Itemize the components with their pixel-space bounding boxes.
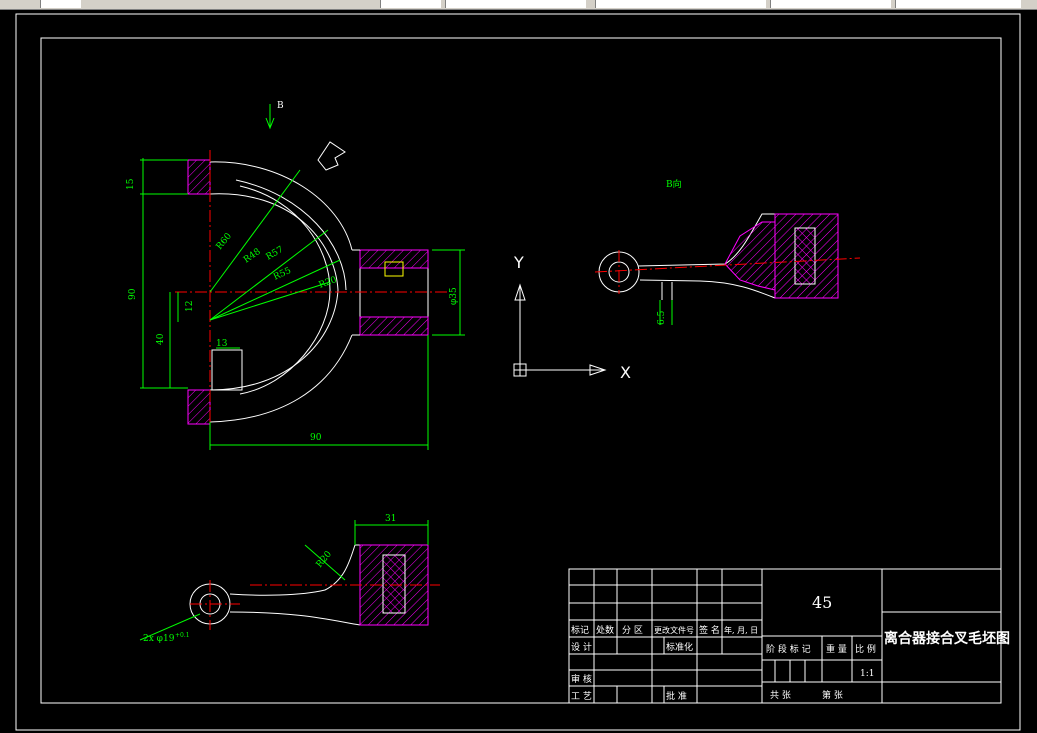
dim-13: 13 (216, 339, 228, 349)
toolbar-field[interactable] (895, 0, 1021, 8)
title-block (568, 568, 1002, 704)
tb-scale: 1:1 (860, 669, 874, 679)
bottom-center-lines (190, 580, 440, 630)
toolbar-field[interactable] (445, 0, 586, 8)
dim-40: 40 (156, 333, 166, 345)
tb-review: 审 核 (571, 673, 592, 685)
dim-90-bottom: 90 (310, 433, 322, 443)
view-label-b: B (277, 101, 284, 111)
tb-count: 处数 (596, 624, 614, 636)
drawing-title: 离合器接合叉毛坯图 (884, 630, 1010, 647)
view-label-b-dir: B向 (666, 178, 682, 190)
tb-material: 45 (812, 593, 832, 612)
tb-stage-mark: 阶 段 标 记 (766, 643, 811, 655)
right-scroll-area[interactable] (1021, 10, 1037, 733)
main-dimension-lines (140, 104, 465, 450)
toolbar-field[interactable] (40, 0, 81, 8)
tb-sheet-no: 第 张 (822, 689, 843, 701)
toolbar-field[interactable] (770, 0, 891, 8)
drawing-frame (40, 37, 1002, 704)
dim-31: 31 (385, 514, 396, 524)
tb-sign: 签 名 (699, 624, 720, 636)
dim-12: 12 (185, 301, 195, 312)
dim-r20: R20 (318, 275, 339, 291)
ucs-icon (513, 283, 607, 377)
dim-r60: R60 (215, 231, 235, 252)
tb-weight: 重 量 (826, 643, 847, 655)
tb-sheets-total: 共 张 (770, 690, 791, 701)
ucs-y-label: Y (513, 253, 524, 272)
dim-tolerance: +0.1 (175, 632, 190, 639)
ucs-x-label: X (620, 363, 631, 382)
main-view (187, 141, 429, 425)
tb-standardize: 标准化 (666, 641, 693, 653)
dim-r20-bottom: R20 (315, 549, 335, 570)
main-dimension-texts: B 15 90 40 12 13 R60 R48 R57 R55 R20 90 … (126, 101, 459, 443)
tb-mark: 标记 (571, 624, 589, 636)
dim-6-5: 6.5 (657, 310, 667, 325)
bottom-dimension-lines (139, 520, 429, 641)
tb-zone: 分 区 (622, 625, 643, 636)
tb-process: 工 艺 (571, 691, 592, 702)
tb-date: 年, 月, 日 (724, 625, 758, 635)
dim-r48: R48 (242, 247, 263, 266)
toolbar-field[interactable] (595, 0, 766, 8)
toolbar-field[interactable] (380, 0, 441, 8)
tb-change-doc: 更改文件号 (654, 625, 694, 635)
dim-r57: R57 (265, 245, 286, 263)
sheet-border (15, 13, 1021, 731)
b-view (598, 213, 839, 300)
tb-ratio: 比 例 (855, 643, 876, 655)
toolbar-strip (0, 0, 1037, 10)
main-center-lines (175, 150, 450, 430)
tb-approve: 批 准 (666, 690, 687, 702)
dim-15: 15 (126, 178, 136, 190)
title-block-texts: 标记 处数 分 区 更改文件号 签 名 年, 月, 日 设 计 标准化 审 核 … (571, 624, 876, 702)
b-dimension-lines (659, 300, 673, 325)
dim-r55: R55 (272, 266, 293, 283)
tb-design: 设 计 (571, 641, 592, 653)
dim-phi35: φ35 (449, 287, 459, 305)
dim-90-left: 90 (128, 288, 138, 300)
b-center-lines (594, 250, 861, 294)
dim-2x-phi19: 2x φ19 (143, 634, 175, 644)
